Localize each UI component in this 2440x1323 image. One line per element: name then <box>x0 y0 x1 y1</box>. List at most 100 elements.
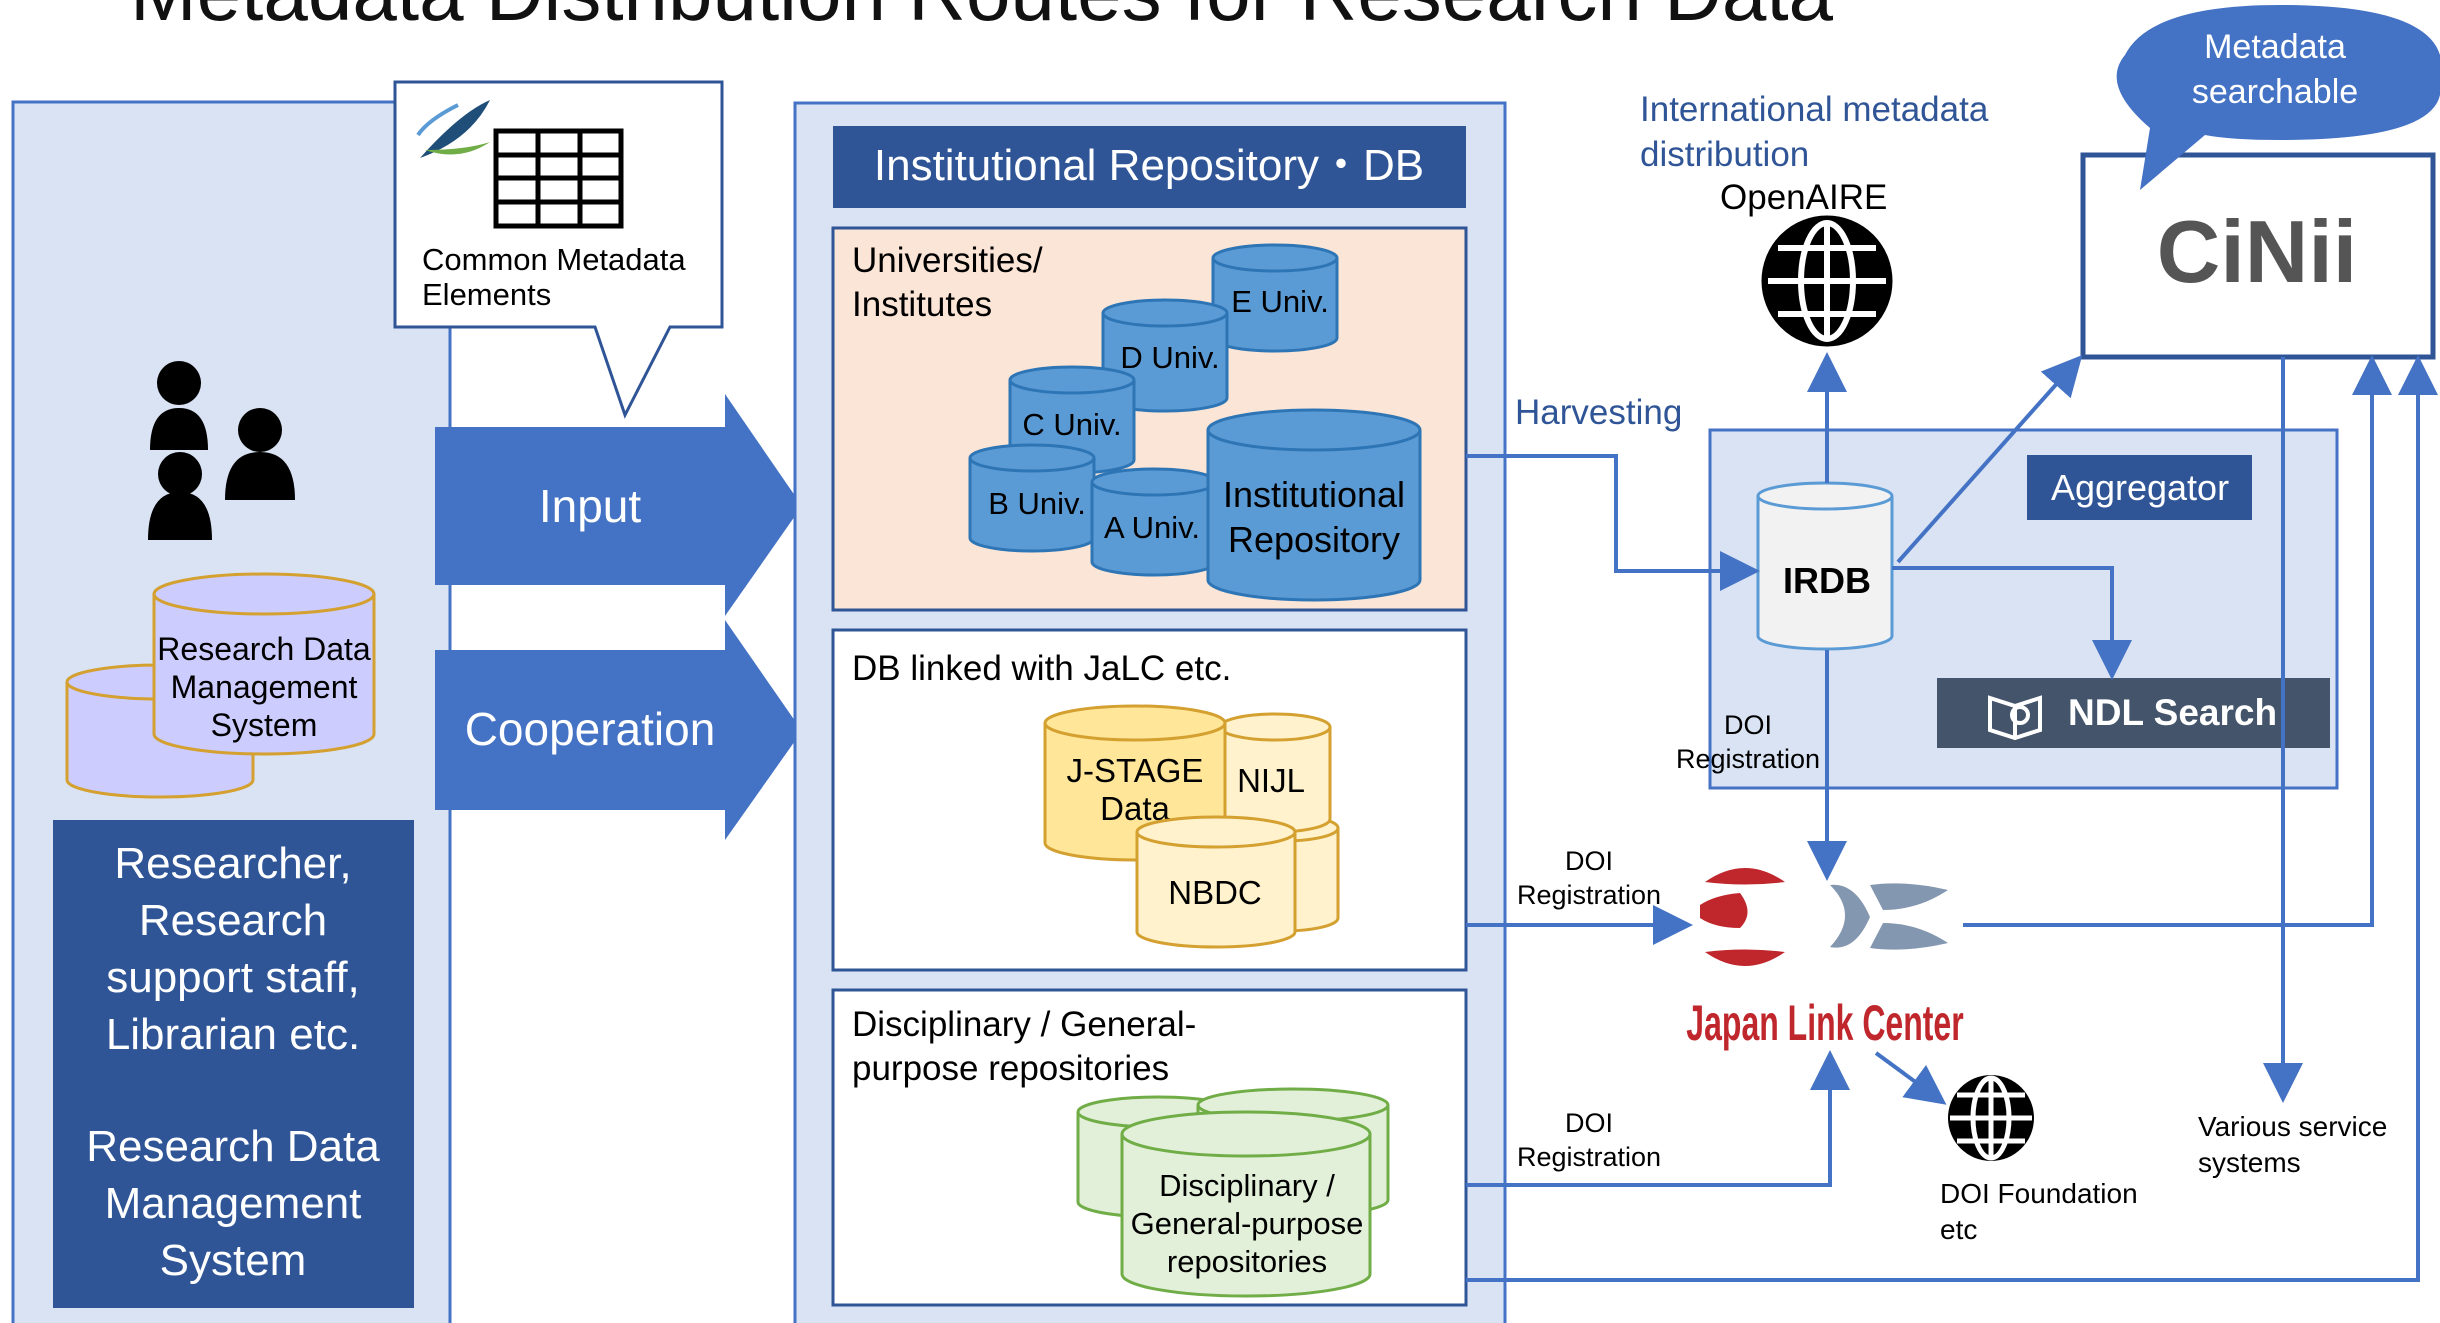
openaire-label: OpenAIRE <box>1720 178 1887 217</box>
text-line: searchable <box>2192 73 2358 111</box>
page-title: Metadata Distribution Routes for Researc… <box>130 0 1834 37</box>
text-line: repositories <box>1167 1244 1327 1279</box>
disciplinary-cylinder <box>1120 1110 1372 1298</box>
disciplinary-label: Disciplinary / General-purpose repositor… <box>852 1005 1196 1088</box>
text-line: support staff, <box>106 953 360 1002</box>
jalc-doi-line <box>1874 1051 1947 1105</box>
nbdc-label: NBDC <box>1168 874 1262 911</box>
d-univ-label: D Univ. <box>1120 340 1219 375</box>
text-line: Management <box>105 1179 362 1228</box>
harvesting-label: Harvesting <box>1515 393 1682 432</box>
universities-label: Universities/Institutes <box>852 241 1043 324</box>
text-line: Various service <box>2198 1111 2387 1142</box>
text-line: Institutes <box>852 285 992 324</box>
text-line: Repository <box>1228 519 1400 560</box>
a-univ-label: A Univ. <box>1104 510 1200 545</box>
text-line: International metadata <box>1640 90 1989 129</box>
text-line: Metadata <box>2204 28 2346 66</box>
text-line: Registration <box>1676 744 1820 774</box>
text-line: Elements <box>422 277 551 312</box>
b-univ-cylinder <box>968 443 1096 553</box>
repository-header <box>833 126 1466 208</box>
book-search-icon <box>1988 695 2042 741</box>
text-line: distribution <box>1640 135 1809 174</box>
cooperation-arrow-label: Cooperation <box>465 703 716 755</box>
harvest-line <box>1466 454 1760 591</box>
text-line: General-purpose <box>1131 1206 1364 1241</box>
input-arrow[interactable] <box>435 394 802 616</box>
rdm-cylinder <box>152 572 376 756</box>
text-line: purpose repositories <box>852 1049 1169 1088</box>
irdb-ndl-line <box>1892 566 2132 680</box>
text-line: Registration <box>1517 880 1661 910</box>
jalc-cinii-line <box>1963 355 2392 927</box>
text-line: Disciplinary / General- <box>852 1005 1196 1044</box>
text-line: System <box>160 1236 307 1285</box>
c-univ-label: C Univ. <box>1022 407 1121 442</box>
role-box-text-1: Researcher, Research support staff, Librari… <box>106 839 360 1059</box>
text-line: Institutional <box>1223 474 1405 515</box>
text-line: etc <box>1940 1214 1977 1245</box>
text-line: System <box>211 707 318 743</box>
cooperation-arrow[interactable] <box>435 620 802 840</box>
text-line: Registration <box>1517 1142 1661 1172</box>
text-line: Disciplinary / <box>1159 1168 1335 1203</box>
connectors <box>1466 352 2438 1282</box>
doi-registration-aggregator: DOI Registration <box>1676 710 1820 774</box>
nijl-cylinder <box>1218 712 1332 834</box>
b-univ-label: B Univ. <box>988 486 1086 521</box>
text-line: Researcher, <box>114 839 351 888</box>
repository-header-text: Institutional Repository・DB <box>874 141 1424 190</box>
users-icon <box>148 361 295 540</box>
doi-foundation-globe-icon <box>1948 1075 2034 1161</box>
text-line: Research <box>139 896 327 945</box>
searchable-bubble-text: Metadata searchable <box>2192 28 2358 111</box>
irdb-cinii-line <box>1896 355 2083 564</box>
various-systems-label: Various service systems <box>2198 1111 2387 1178</box>
jalc-name: Japan Link Center <box>1686 995 1963 1051</box>
ndl-search-box[interactable] <box>1937 678 2330 748</box>
text-line: Management <box>171 669 358 705</box>
doi-registration-jalcdb: DOI Registration <box>1517 846 1661 910</box>
institutional-repository-cylinder <box>1206 408 1422 602</box>
input-arrow-label: Input <box>539 480 642 532</box>
searchable-bubble <box>2116 5 2440 190</box>
text-line: Librarian etc. <box>106 1010 360 1059</box>
doi-foundation-label: DOI Foundation etc <box>1940 1178 2138 1245</box>
nijl-label: NIJL <box>1237 762 1305 799</box>
text-line: DOI <box>1724 710 1772 740</box>
role-box <box>53 820 414 1308</box>
text-line: J-STAGE <box>1067 752 1204 789</box>
irdb-label: IRDB <box>1783 560 1871 601</box>
text-line: systems <box>2198 1147 2301 1178</box>
text-line: DOI <box>1565 1108 1613 1138</box>
leaf-logo-icon <box>416 100 490 158</box>
irdb-cylinder <box>1756 481 1894 651</box>
text-line: DOI Foundation <box>1940 1178 2138 1209</box>
aggregator-label: Aggregator <box>2051 467 2229 508</box>
doi-registration-disciplinary: DOI Registration <box>1517 1108 1661 1172</box>
nbdc-cylinder <box>1135 815 1297 949</box>
ndl-search-label: NDL Search <box>2068 692 2277 733</box>
metadata-callout <box>393 80 724 419</box>
text-line: Universities/ <box>852 241 1043 280</box>
jalc-db-label: DB linked with JaLC etc. <box>852 649 1231 688</box>
e-univ-label: E Univ. <box>1231 284 1329 319</box>
disciplinary-cinii-line <box>1466 355 2438 1282</box>
cinii-logo: CiNii <box>2157 202 2357 301</box>
text-line: DOI <box>1565 846 1613 876</box>
a-univ-cylinder <box>1090 467 1218 577</box>
jalc-logo <box>1700 868 1948 966</box>
aggregator-badge <box>2027 455 2252 520</box>
openaire-globe-icon <box>1761 215 1893 347</box>
text-line: Research Data <box>157 631 371 667</box>
intl-distribution-label: International metadata distribution <box>1640 90 1989 174</box>
table-grid-icon <box>493 128 624 229</box>
text-line: Common Metadata <box>422 242 686 277</box>
disciplinary-jalc-line <box>1466 1050 1850 1187</box>
